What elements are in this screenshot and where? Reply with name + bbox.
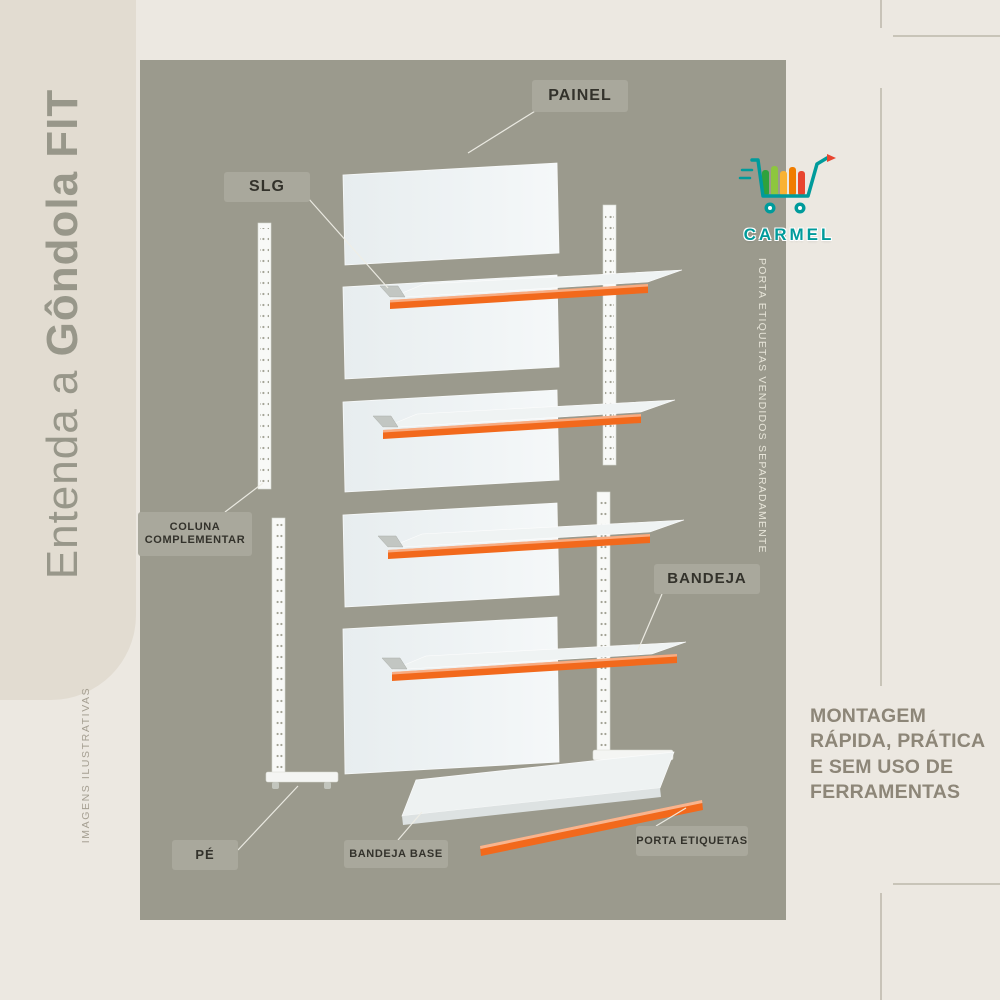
brand-name: CARMEL xyxy=(743,225,835,244)
disclaimer-vertical: IMAGENS ILUSTRATIVAS xyxy=(80,686,92,844)
label-bandeja-base: BANDEJA BASE xyxy=(344,840,448,868)
slg-bracket xyxy=(377,535,404,548)
benefits-text: MONTAGEM RÁPIDA, PRÁTICA E SEM USO DE FE… xyxy=(810,704,1000,805)
label-painel: PAINEL xyxy=(532,80,628,112)
back-panels xyxy=(342,162,560,775)
shopping-cart-icon xyxy=(738,154,836,214)
right-upright-columns xyxy=(592,204,674,767)
benefits-line: MONTAGEM xyxy=(810,705,927,727)
label-coluna-complementar: COLUNA COMPLEMENTAR xyxy=(138,512,252,556)
label-porta-etiquetas: PORTA ETIQUETAS xyxy=(636,826,748,856)
left-upright-columns xyxy=(257,222,339,789)
shelf-4 xyxy=(381,641,687,681)
left-rounded-background xyxy=(0,0,136,700)
brand-logo: CARMEL xyxy=(733,150,845,245)
shelf-3 xyxy=(377,519,685,559)
slg-bracket xyxy=(372,415,399,428)
title-product-name: Gôndola FIT xyxy=(38,88,87,357)
benefits-line: FERRAMENTAS xyxy=(810,781,961,804)
left-foot xyxy=(265,771,339,789)
side-note-vertical: PORTA ETIQUETAS VENDIDOS SEPARADAMENTE xyxy=(756,258,768,554)
shelf-1 xyxy=(379,269,683,309)
label-slg: SLG xyxy=(224,172,310,202)
benefits-line: E SEM USO DE xyxy=(810,755,954,778)
separate-label-strip xyxy=(480,800,703,856)
shelf-2 xyxy=(372,399,676,439)
page-title: Entenda a Gôndola FIT xyxy=(38,34,102,634)
label-pe: PÉ xyxy=(172,840,238,870)
decorative-cross-lines xyxy=(880,0,1000,1000)
label-bandeja: BANDEJA xyxy=(654,564,760,594)
main-gray-panel xyxy=(140,60,786,920)
benefits-line: RÁPIDA, PRÁTICA xyxy=(810,730,986,753)
gondola-exploded-diagram xyxy=(257,162,703,856)
slg-bracket xyxy=(381,657,408,670)
base-shelf xyxy=(401,751,675,825)
title-prefix: Entenda a xyxy=(38,356,87,580)
slg-bracket xyxy=(379,285,406,298)
